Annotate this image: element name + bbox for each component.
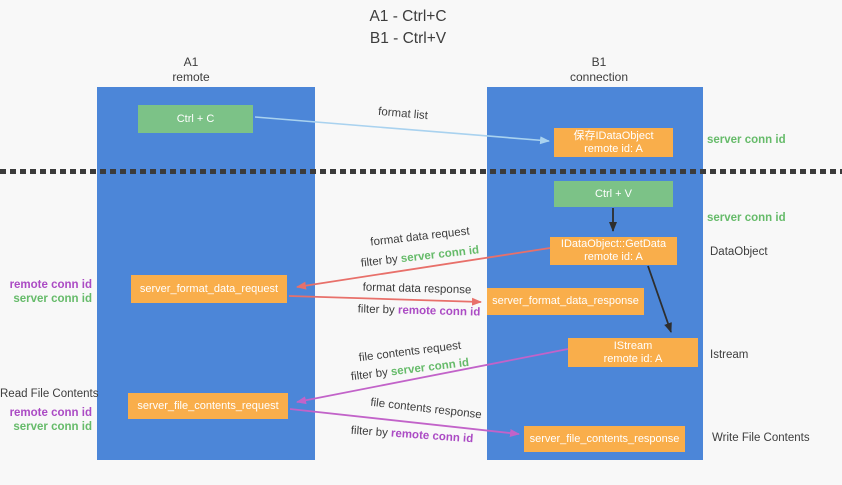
server-conn-id-left-label-2: server conn id: [13, 421, 92, 433]
node-istream-line2: remote id: A: [603, 352, 663, 365]
title-line-1: A1 - Ctrl+C: [369, 8, 447, 25]
node-server-format-data-response: server_format_data_response: [487, 288, 644, 315]
lifeline-a1-name: A1: [183, 55, 199, 69]
write-file-contents-label: Write File Contents: [712, 432, 810, 444]
filter-by-text: filter by: [357, 303, 395, 317]
node-save-idataobject-line2: remote id: A: [584, 142, 643, 155]
node-idataobject-getdata-line1: IDataObject::GetData: [560, 238, 667, 250]
server-conn-id-right-mid-label: server conn id: [707, 212, 786, 224]
filter-by-text: filter by: [360, 253, 399, 270]
server-conn-id-left-label-1: server conn id: [13, 293, 92, 305]
remote-conn-id-left-label-1: remote conn id: [9, 279, 92, 291]
diagram-title: A1 - Ctrl+C B1 - Ctrl+V: [308, 6, 508, 50]
dotted-separator-line: [0, 169, 842, 174]
node-save-idataobject-line1: 保存IDataObject: [573, 129, 654, 142]
node-save-idataobject: 保存IDataObject remote id: A: [554, 128, 673, 157]
node-server-format-data-response-label: server_format_data_response: [492, 295, 639, 307]
node-idataobject-getdata: IDataObject::GetData remote id: A: [550, 237, 677, 265]
format-list-label: format list: [377, 105, 429, 123]
node-server-format-data-request: server_format_data_request: [131, 275, 287, 303]
format-data-response-label: format data response: [362, 281, 472, 297]
node-ctrl-c-label: Ctrl + C: [176, 112, 215, 125]
node-istream: IStream remote id: A: [568, 338, 698, 367]
node-istream-line1: IStream: [613, 339, 653, 352]
remote-conn-id-text: remote conn id: [390, 427, 474, 446]
server-conn-id-right-top-label: server conn id: [707, 134, 786, 146]
filter-by-remote-conn-id-label-2: filter by remote conn id: [337, 423, 488, 447]
node-server-file-contents-response: server_file_contents_response: [524, 426, 685, 452]
istream-label: Istream: [710, 349, 749, 361]
node-server-file-contents-request: server_file_contents_request: [128, 393, 288, 419]
node-idataobject-getdata-line2: remote id: A: [584, 251, 643, 263]
read-file-contents-label: Read File Contents: [0, 388, 99, 400]
node-server-format-data-request-label: server_format_data_request: [139, 282, 279, 295]
remote-conn-id-left-label-2: remote conn id: [9, 407, 92, 419]
filter-by-text: filter by: [350, 424, 389, 440]
node-ctrl-v-label: Ctrl + V: [595, 187, 632, 200]
node-server-file-contents-response-label: server_file_contents_response: [529, 432, 680, 445]
node-server-file-contents-request-label: server_file_contents_request: [137, 399, 279, 412]
lifeline-header-a1: A1 remote: [131, 55, 251, 85]
filter-by-remote-conn-id-label-1: filter by remote conn id: [344, 302, 494, 320]
file-contents-response-label: file contents response: [369, 396, 483, 422]
dataobject-label: DataObject: [710, 246, 768, 258]
title-line-2: B1 - Ctrl+V: [369, 30, 447, 47]
node-ctrl-c: Ctrl + C: [138, 105, 253, 133]
lifeline-b1-role: connection: [569, 70, 629, 84]
node-ctrl-v: Ctrl + V: [554, 181, 673, 207]
filter-by-text: filter by: [350, 366, 389, 384]
lifeline-a1-role: remote: [172, 70, 210, 84]
lifeline-header-b1: B1 connection: [539, 55, 659, 85]
lifeline-b1-name: B1: [591, 55, 607, 69]
server-conn-id-text: server conn id: [400, 244, 480, 266]
remote-conn-id-text: remote conn id: [397, 304, 481, 319]
